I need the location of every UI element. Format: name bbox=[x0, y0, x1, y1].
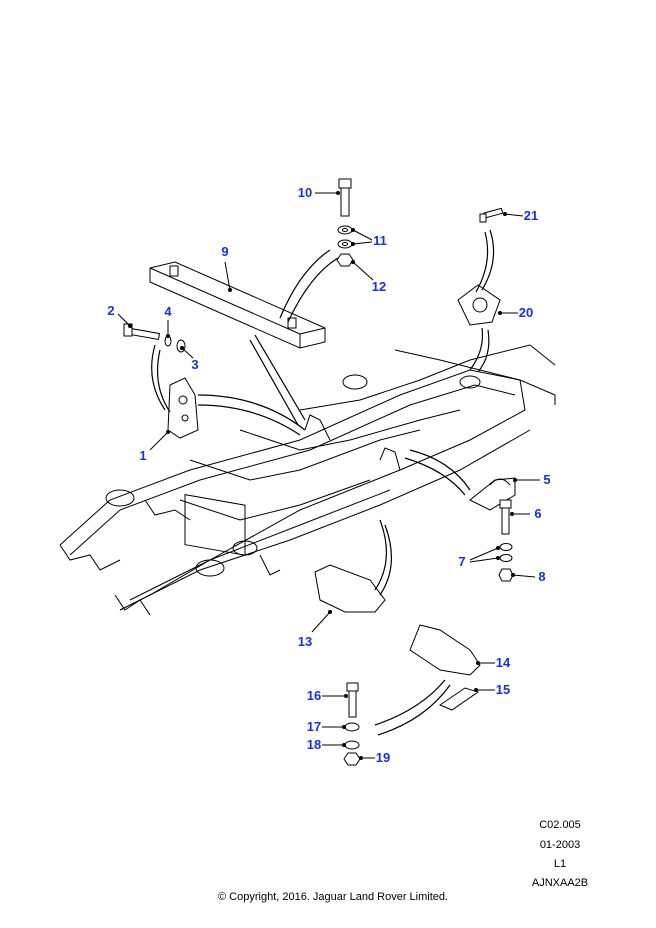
bracket-14 bbox=[409, 624, 481, 676]
callout-4[interactable]: 4 bbox=[164, 304, 172, 319]
crossmember-beam bbox=[149, 261, 326, 349]
nut-8 bbox=[498, 568, 514, 582]
nut-12 bbox=[336, 253, 354, 267]
level-code: L1 bbox=[553, 858, 567, 870]
callout-10[interactable]: 10 bbox=[297, 185, 313, 200]
callout-8[interactable]: 8 bbox=[538, 569, 546, 584]
callout-18[interactable]: 18 bbox=[306, 737, 322, 752]
callout-15[interactable]: 15 bbox=[495, 682, 511, 697]
callout-16[interactable]: 16 bbox=[306, 688, 322, 703]
callout-11[interactable]: 11 bbox=[373, 233, 387, 248]
callout-17[interactable]: 17 bbox=[306, 719, 322, 734]
washer-11b bbox=[337, 239, 353, 249]
callout-12[interactable]: 12 bbox=[371, 279, 387, 294]
leader-lines bbox=[117, 192, 540, 759]
washer-3 bbox=[176, 339, 186, 353]
callout-6[interactable]: 6 bbox=[534, 506, 542, 521]
copyright-notice: © Copyright, 2016. Jaguar Land Rover Lim… bbox=[218, 891, 449, 903]
bolt-6 bbox=[499, 499, 512, 535]
callout-21[interactable]: 21 bbox=[523, 208, 539, 223]
mounting-bracket bbox=[167, 377, 199, 439]
plate-15 bbox=[438, 687, 480, 711]
bolt-16 bbox=[346, 682, 359, 718]
bolt-21 bbox=[479, 207, 504, 223]
bolt-10 bbox=[338, 178, 352, 217]
leader-dots bbox=[128, 191, 517, 760]
callout-2[interactable]: 2 bbox=[107, 303, 115, 318]
reference-code: C02.005 bbox=[539, 819, 581, 831]
illustration-id: AJNXAA2B bbox=[531, 877, 589, 889]
callout-20[interactable]: 20 bbox=[518, 305, 534, 320]
callout-14[interactable]: 14 bbox=[495, 655, 511, 670]
washer-11a bbox=[337, 225, 353, 235]
assembly-guide-lines bbox=[151, 229, 495, 736]
callout-5[interactable]: 5 bbox=[543, 472, 551, 487]
callout-7[interactable]: 7 bbox=[458, 554, 466, 569]
chassis-frame bbox=[59, 344, 556, 616]
bracket-13 bbox=[314, 564, 386, 613]
callout-1[interactable]: 1 bbox=[139, 448, 147, 463]
callout-13[interactable]: 13 bbox=[297, 634, 313, 649]
nut-19 bbox=[343, 752, 361, 766]
callout-9[interactable]: 9 bbox=[221, 244, 229, 259]
mounting-plate-20 bbox=[457, 284, 501, 326]
illustration-date: 01-2003 bbox=[539, 839, 581, 851]
callout-19[interactable]: 19 bbox=[375, 750, 391, 765]
bolt-2 bbox=[123, 323, 161, 341]
callout-3[interactable]: 3 bbox=[191, 357, 199, 372]
